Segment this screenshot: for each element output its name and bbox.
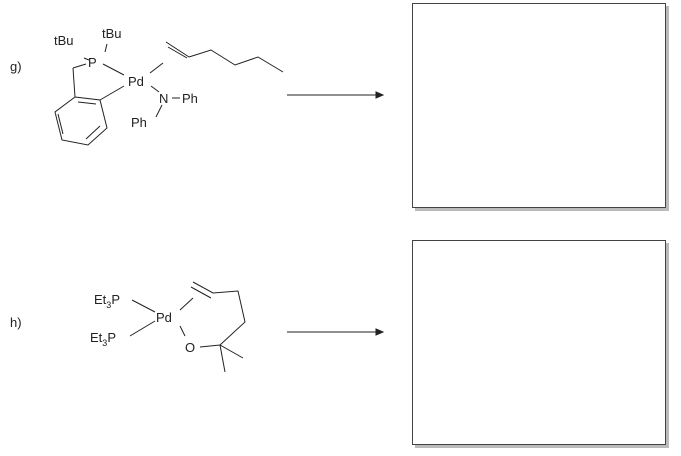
bonds-g [54,41,284,146]
answer-box-g[interactable] [412,3,666,208]
phenyl-1: Ph [182,91,198,106]
tbu-right: tBu [102,26,122,41]
palladium: Pd [128,74,144,89]
reaction-h: h) Et3P Et3P Pd O [10,281,385,373]
phenyl-2: Ph [131,115,147,130]
et3p-bottom: Et3P [90,330,116,348]
nitrogen: N [159,91,168,106]
bonds-h [129,281,246,373]
oxygen: O [185,340,195,355]
answer-box-h[interactable] [412,240,666,445]
phosphorus: P [88,55,97,70]
arrowhead-h [375,328,385,336]
label-h: h) [10,315,22,330]
arrowhead-g [375,91,385,99]
et3p-top: Et3P [94,292,120,310]
palladium-h: Pd [156,310,172,325]
label-g: g) [10,59,22,74]
reaction-g: g) tBu tBu P Pd N Ph Ph [10,26,385,146]
tbu-left: tBu [54,33,74,48]
